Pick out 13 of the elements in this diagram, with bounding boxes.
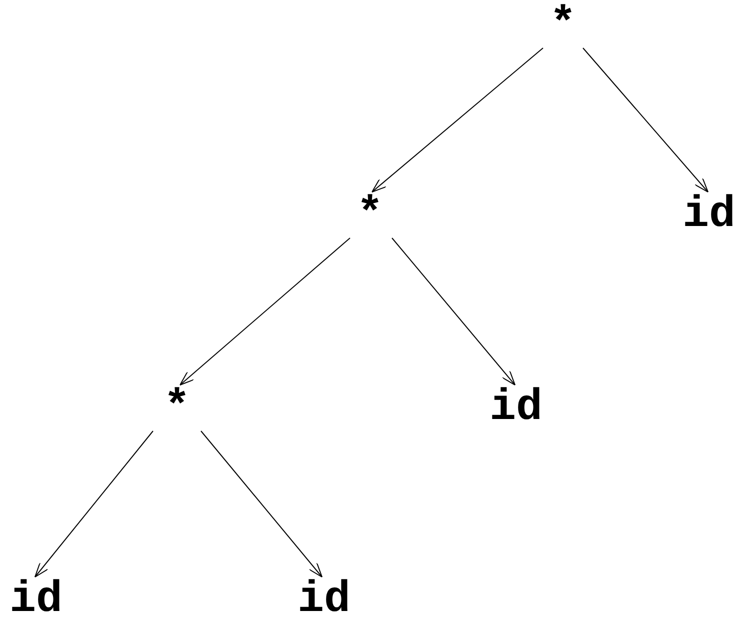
node-label: * (550, 3, 576, 47)
arrow (372, 48, 544, 192)
node-label: id (298, 578, 350, 620)
node-label: id (490, 386, 542, 430)
node-label: * (164, 386, 190, 430)
node-label: id (10, 578, 62, 620)
arrow (392, 238, 516, 386)
arrow (200, 430, 322, 578)
arrow (582, 48, 708, 192)
arrow (34, 430, 154, 578)
node-label: * (356, 193, 384, 237)
node-label: id (682, 193, 736, 237)
arrow (180, 238, 350, 386)
